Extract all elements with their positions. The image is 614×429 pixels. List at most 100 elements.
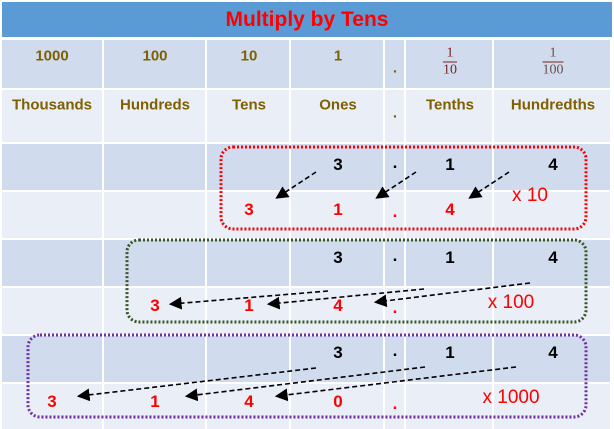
denominator: 100 bbox=[542, 62, 564, 78]
grid-cell bbox=[406, 288, 492, 334]
place-value: 10 bbox=[240, 47, 258, 65]
grid-cell bbox=[104, 144, 205, 190]
grid-cell bbox=[406, 384, 492, 429]
grid-cell bbox=[207, 40, 289, 88]
place-value: . bbox=[392, 59, 398, 77]
result-digit: 3 bbox=[244, 200, 254, 219]
result-digit: 1 bbox=[150, 392, 160, 411]
grid-cell bbox=[494, 384, 610, 429]
grid-cell bbox=[104, 90, 205, 142]
grid-cell bbox=[291, 90, 383, 142]
result-digit: 0 bbox=[333, 392, 343, 411]
place-value: 1000 bbox=[35, 47, 69, 65]
original-digit: 3 bbox=[333, 248, 343, 267]
place-name: Tenths bbox=[425, 96, 475, 114]
original-digit: 4 bbox=[548, 248, 558, 267]
grid-cell bbox=[291, 40, 383, 88]
result-digit: 4 bbox=[244, 392, 254, 411]
original-decimal-point: . bbox=[392, 153, 398, 172]
numerator: 1 bbox=[443, 46, 457, 63]
arrow bbox=[274, 366, 517, 402]
grid-cell bbox=[385, 192, 404, 238]
grid-cell bbox=[207, 90, 289, 142]
grid-cell bbox=[494, 336, 610, 382]
result-digit: 4 bbox=[445, 200, 455, 219]
denominator: 10 bbox=[443, 62, 457, 78]
grid-cell bbox=[406, 90, 492, 142]
grid-cell bbox=[207, 144, 289, 190]
grid-cell bbox=[291, 384, 383, 429]
original-digit: 1 bbox=[445, 155, 455, 174]
arrow bbox=[76, 367, 317, 402]
result-digit: 1 bbox=[244, 296, 254, 315]
grid-cell bbox=[104, 40, 205, 88]
grid-cell bbox=[2, 192, 102, 238]
original-digit: 4 bbox=[548, 155, 558, 174]
grid-cell bbox=[2, 90, 102, 142]
grid-cell bbox=[406, 40, 492, 88]
place-value: 100 bbox=[142, 47, 168, 65]
grid-cell bbox=[406, 144, 492, 190]
grid-cell bbox=[291, 288, 383, 334]
grid-cell bbox=[406, 336, 492, 382]
arrow bbox=[275, 171, 317, 199]
grid-cell bbox=[2, 144, 102, 190]
grid-cell bbox=[385, 90, 404, 142]
result-decimal-point: . bbox=[392, 202, 398, 221]
multiplier-label: x 100 bbox=[487, 292, 535, 313]
numerator: 1 bbox=[542, 46, 564, 63]
grid-cell bbox=[494, 90, 610, 142]
original-digit: 4 bbox=[548, 343, 558, 362]
result-decimal-point: . bbox=[392, 298, 398, 317]
grid-cell bbox=[494, 40, 610, 88]
place-name: Ones bbox=[319, 96, 357, 114]
place-name: Hundredths bbox=[510, 96, 596, 114]
result-digit: 4 bbox=[333, 296, 343, 315]
place-name: Hundreds bbox=[119, 96, 191, 114]
grid-cell bbox=[494, 240, 610, 286]
grid-cell bbox=[494, 144, 610, 190]
grid-cell bbox=[2, 40, 102, 88]
original-decimal-point: . bbox=[392, 341, 398, 360]
grid-cell bbox=[104, 336, 205, 382]
arrow bbox=[375, 171, 417, 199]
arrow bbox=[373, 282, 531, 308]
grid-cell bbox=[2, 240, 102, 286]
grid-cell bbox=[2, 288, 102, 334]
multiplier-label: x 1000 bbox=[482, 387, 540, 408]
grid-cell bbox=[207, 240, 289, 286]
grid-cell bbox=[291, 144, 383, 190]
grid-cell bbox=[2, 336, 102, 382]
original-decimal-point: . bbox=[392, 246, 398, 265]
grid-cell bbox=[291, 240, 383, 286]
place-name: . bbox=[392, 104, 398, 122]
grid-cell bbox=[104, 288, 205, 334]
original-digit: 3 bbox=[333, 343, 343, 362]
page-title: Multiply by Tens bbox=[2, 2, 612, 37]
original-digit: 3 bbox=[333, 155, 343, 174]
arrow bbox=[266, 288, 425, 310]
arrow bbox=[184, 366, 426, 402]
place-name: Thousands bbox=[11, 96, 93, 114]
result-decimal-point: . bbox=[392, 394, 398, 413]
result-digit: 1 bbox=[333, 200, 343, 219]
grid-cell bbox=[207, 336, 289, 382]
grid-cell bbox=[385, 40, 404, 88]
place-name: Tens bbox=[232, 96, 266, 114]
box-x1000 bbox=[26, 333, 588, 419]
grid-cell bbox=[494, 288, 610, 334]
grid-cell bbox=[104, 192, 205, 238]
arrow bbox=[468, 171, 510, 199]
original-digit: 1 bbox=[445, 248, 455, 267]
arrow bbox=[168, 290, 329, 310]
multiplier-label: x 10 bbox=[512, 185, 548, 206]
grid-cell bbox=[385, 240, 404, 286]
box-x10 bbox=[219, 145, 588, 231]
result-digit: 3 bbox=[47, 392, 57, 411]
result-digit: 3 bbox=[150, 296, 160, 315]
grid-cell bbox=[385, 144, 404, 190]
